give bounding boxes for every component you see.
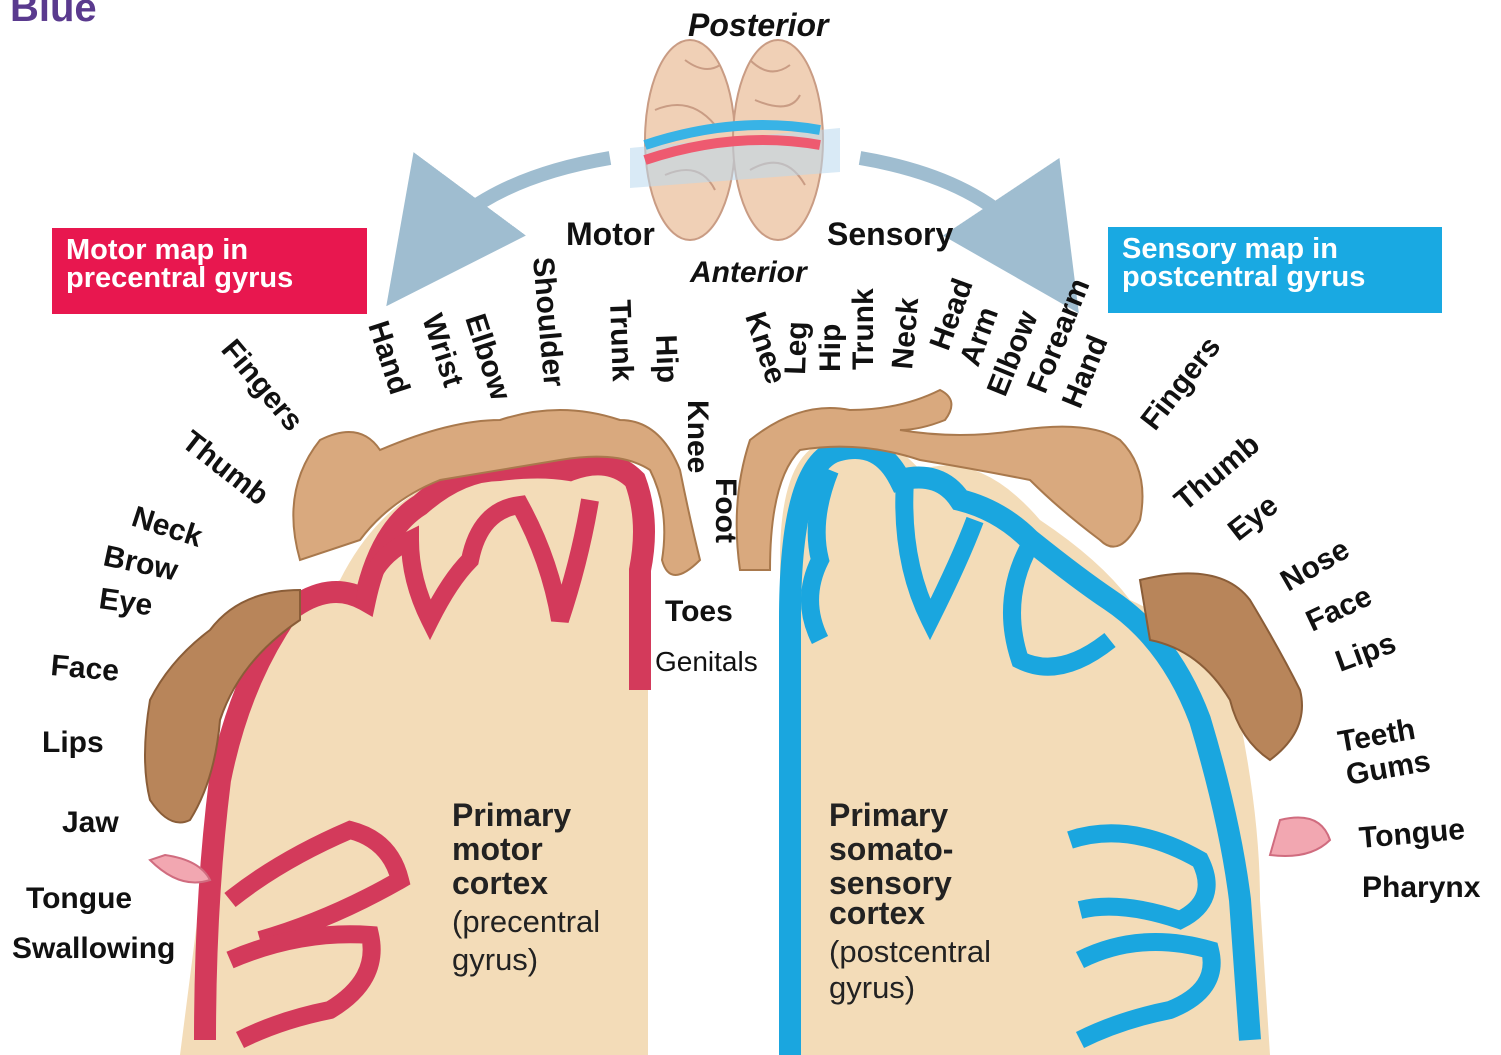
- motor-cortex-line-2: motor: [452, 831, 543, 867]
- motor-label-thumb: Thumb: [176, 425, 275, 513]
- motor-cortex-line-1: Primary: [452, 797, 571, 833]
- sensory-label-genitals: Genitals: [655, 646, 758, 677]
- sensory-cortex-line-1: Primary: [829, 797, 948, 833]
- sensory-cortex-line-6: gyrus): [829, 970, 915, 1005]
- sensory-label-tongue: Tongue: [1358, 813, 1467, 855]
- anterior-label: Anterior: [689, 256, 809, 289]
- motor-cortex-line-5: gyrus): [452, 942, 538, 977]
- motor-label-knee: Knee: [681, 400, 714, 473]
- motor-label-hand: Hand: [361, 317, 416, 399]
- motor-label-face: Face: [49, 649, 120, 688]
- motor-label-eye: Eye: [97, 582, 154, 622]
- motor-label-shoulder: Shoulder: [526, 256, 570, 389]
- motor-map-box-line-2: precentral gyrus: [66, 264, 353, 292]
- sensory-label-hip: Hip: [814, 324, 847, 372]
- motor-cortex-section: [180, 445, 648, 1055]
- sensory-label-lips: Lips: [1331, 626, 1400, 678]
- sensory-label-neck: Neck: [886, 296, 925, 371]
- sensory-map-box-line-1: Sensory map in: [1122, 235, 1428, 263]
- motor-cortex-line-4: (precentral: [452, 904, 600, 939]
- motor-label-jaw: Jaw: [62, 806, 119, 839]
- sensory-label-trunk: Trunk: [847, 288, 880, 370]
- sensory-cortex-line-5: (postcentral: [829, 934, 991, 969]
- sensory-cortex-line-2: somato-: [829, 831, 953, 867]
- posterior-label: Posterior: [688, 7, 830, 43]
- sensory-label-fingers: Fingers: [1135, 331, 1228, 437]
- motor-map-box: Motor map in precentral gyrus: [52, 228, 367, 314]
- sensory-label-face: Face: [1301, 580, 1377, 639]
- motor-label-swallowing: Swallowing: [12, 932, 175, 965]
- sensory-label-leg: Leg: [779, 321, 814, 375]
- motor-label-toes: Toes: [665, 595, 733, 628]
- sensory-label-eye: Eye: [1222, 489, 1284, 548]
- motor-label-hip: Hip: [649, 334, 684, 383]
- motor-label-tongue: Tongue: [26, 882, 132, 915]
- motor-label-brow: Brow: [101, 540, 182, 588]
- motor-map-box-line-1: Motor map in: [66, 236, 353, 264]
- sensory-map-box-line-2: postcentral gyrus: [1122, 263, 1428, 291]
- sensory-label-pharynx: Pharynx: [1362, 871, 1481, 904]
- motor-label-foot: Foot: [709, 478, 742, 543]
- top-brain-illustration: [630, 40, 840, 240]
- motor-cortex-line-3: cortex: [452, 865, 548, 901]
- sensory-cortex-line-4: cortex: [829, 895, 925, 931]
- motor-label-elbow: Elbow: [458, 310, 517, 405]
- sensory-label: Sensory: [827, 216, 953, 252]
- motor-label-lips: Lips: [42, 726, 104, 759]
- motor-label-trunk: Trunk: [603, 299, 639, 382]
- motor-label: Motor: [566, 216, 655, 252]
- motor-label-fingers: Fingers: [215, 333, 310, 437]
- sensory-map-box: Sensory map in postcentral gyrus: [1108, 227, 1442, 313]
